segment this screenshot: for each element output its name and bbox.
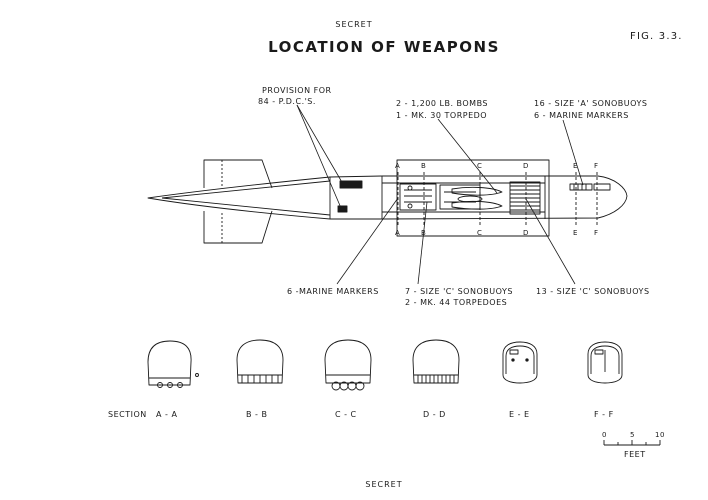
section-marker-a-bottom: A xyxy=(395,229,401,237)
section-marker-d-top: D xyxy=(523,162,529,170)
section-marker-e-top: E xyxy=(573,162,578,170)
section-marker-a-top: A xyxy=(395,162,401,170)
section-label-d: D - D xyxy=(423,410,446,419)
section-prefix: SECTION xyxy=(108,410,147,419)
callout-sonobuoy-a-line1: 16 - SIZE 'A' SONOBUOYS xyxy=(534,99,648,108)
figure-label: FIG. 3.3. xyxy=(630,31,683,42)
page-title: LOCATION OF WEAPONS xyxy=(268,38,500,56)
scale-bar xyxy=(603,440,661,446)
section-label-a: A - A xyxy=(156,410,178,419)
section-marker-f-bottom: F xyxy=(594,229,599,237)
scale-unit: FEET xyxy=(624,450,646,459)
section-label-e: E - E xyxy=(509,410,530,419)
section-marker-b-bottom: B xyxy=(421,229,427,237)
section-marker-c-bottom: C xyxy=(477,229,483,237)
cross-section-d xyxy=(412,339,460,384)
callout-pdc-line2: 84 - P.D.C.'S. xyxy=(258,97,316,106)
callout-sonobuoy-c13: 13 - SIZE 'C' SONOBUOYS xyxy=(536,287,650,296)
callout-bombs-line1: 2 - 1,200 LB. BOMBS xyxy=(396,99,489,108)
section-marker-e-bottom: E xyxy=(573,229,578,237)
cross-section-f xyxy=(587,341,623,384)
callout-pdc-line1: PROVISION FOR xyxy=(262,86,332,95)
aircraft-plan-view xyxy=(147,159,628,244)
scale-tick-5: 5 xyxy=(630,431,635,439)
callout-leaders xyxy=(296,104,584,285)
header-classification: SECRET xyxy=(335,20,373,29)
section-label-f: F - F xyxy=(594,410,614,419)
callout-sonobuoy-c7-line2: 2 - MK. 44 TORPEDOES xyxy=(405,298,508,307)
cross-section-e xyxy=(502,341,538,384)
section-label-b: B - B xyxy=(246,410,268,419)
section-label-c: C - C xyxy=(335,410,357,419)
footer-classification: SECRET xyxy=(365,480,403,489)
scale-tick-10: 10 xyxy=(655,431,665,439)
callout-sonobuoy-c7-line1: 7 - SIZE 'C' SONOBUOYS xyxy=(405,287,513,296)
callout-bombs-line2: 1 - MK. 30 TORPEDO xyxy=(396,111,488,120)
callout-marine-markers: 6 -MARINE MARKERS xyxy=(287,287,379,296)
section-marker-c-top: C xyxy=(477,162,483,170)
section-marker-f-top: F xyxy=(594,162,599,170)
cross-section-a xyxy=(147,340,199,388)
callout-sonobuoy-a-line2: 6 - MARINE MARKERS xyxy=(534,111,629,120)
cross-section-c xyxy=(324,339,372,391)
scale-tick-0: 0 xyxy=(602,431,607,439)
cross-section-b xyxy=(236,339,284,384)
section-marker-d-bottom: D xyxy=(523,229,529,237)
section-marker-b-top: B xyxy=(421,162,427,170)
